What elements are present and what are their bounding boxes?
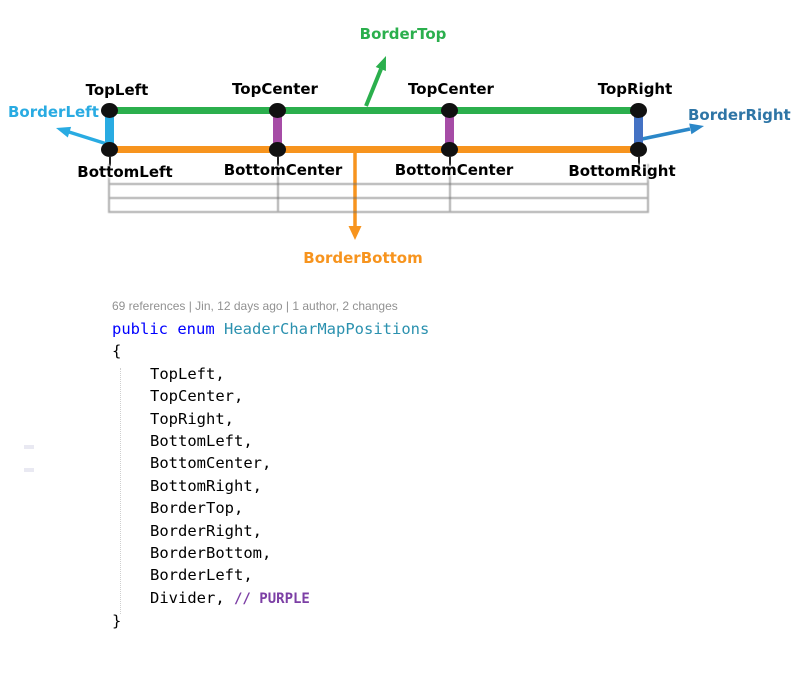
tick-mark	[109, 156, 111, 166]
code-line-member[interactable]: BorderTop,	[150, 499, 244, 518]
faint-table-row-line	[110, 183, 647, 185]
right-border-bar	[634, 112, 643, 149]
top-border-line	[108, 107, 644, 114]
label-bottom-left: BottomLeft	[77, 163, 173, 181]
label-bottom-center-2: BottomCenter	[394, 161, 514, 179]
divider-bar	[273, 112, 282, 149]
intersection-dot-top-center	[269, 103, 286, 118]
label-border-top: BorderTop	[359, 25, 447, 43]
left-border-bar	[105, 112, 114, 149]
label-top-left: TopLeft	[85, 81, 149, 99]
intersection-dot-top-right	[630, 103, 647, 118]
code-line-member[interactable]: BottomLeft,	[150, 432, 253, 451]
faint-table-column-line	[277, 164, 279, 211]
code-line-member[interactable]: BottomCenter,	[150, 454, 272, 473]
label-top-center-1: TopCenter	[232, 80, 318, 98]
code-line-declaration[interactable]: public enum HeaderCharMapPositions	[112, 318, 429, 340]
code-line-member[interactable]: TopCenter,	[150, 387, 244, 406]
faint-table-row-line	[110, 197, 647, 199]
code-line-open-brace[interactable]: {	[112, 342, 122, 361]
label-top-right: TopRight	[597, 80, 673, 98]
code-line-member[interactable]: BorderRight,	[150, 521, 262, 540]
intersection-dot-bottom-left	[101, 142, 118, 157]
intersection-dot-bottom-center	[441, 142, 458, 157]
label-border-right: BorderRight	[688, 106, 791, 124]
divider-bar	[445, 112, 454, 149]
code-line-member[interactable]: BorderLeft,	[150, 566, 253, 585]
code-line-member[interactable]: BottomRight,	[150, 476, 262, 495]
arrow-overlay	[56, 56, 704, 240]
label-bottom-center-1: BottomCenter	[223, 161, 343, 179]
enum-type-name: HeaderCharMapPositions	[224, 320, 430, 338]
code-line-member[interactable]: TopLeft,	[150, 364, 225, 383]
codelens-info[interactable]: 69 references | Jin, 12 days ago | 1 aut…	[112, 299, 398, 313]
faint-artifact-dash	[24, 445, 34, 449]
faint-table-column-line	[449, 164, 451, 211]
border-left-arrow	[56, 126, 108, 146]
faint-artifact-dash	[24, 468, 34, 472]
indent-guide-line	[120, 368, 121, 614]
code-line-member[interactable]: TopRight,	[150, 409, 234, 428]
divider-member-text: Divider,	[150, 588, 225, 607]
intersection-dot-top-center	[441, 103, 458, 118]
keyword-enum: enum	[177, 320, 215, 338]
code-line-member[interactable]: BorderBottom,	[150, 544, 272, 563]
keyword-public: public	[112, 320, 168, 338]
border-right-arrow	[641, 123, 704, 141]
intersection-dot-bottom-center	[269, 142, 286, 157]
tick-mark	[638, 156, 640, 166]
code-line-close-brace[interactable]: }	[112, 612, 122, 631]
code-editor-snippet[interactable]: 69 references | Jin, 12 days ago | 1 aut…	[112, 299, 429, 633]
code-line-divider-member[interactable]: Divider, // PURPLE	[112, 587, 429, 610]
tick-mark	[277, 156, 279, 166]
tick-mark	[449, 156, 451, 166]
bottom-border-line	[108, 146, 644, 153]
intersection-dot-top-left	[101, 103, 118, 118]
border-top-arrow	[364, 56, 386, 107]
intersection-dot-bottom-right	[630, 142, 647, 157]
label-border-bottom: BorderBottom	[303, 249, 423, 267]
label-top-center-2: TopCenter	[408, 80, 494, 98]
label-border-left: BorderLeft	[8, 103, 99, 121]
faint-table	[108, 164, 649, 213]
purple-comment: // PURPLE	[234, 590, 310, 607]
label-bottom-right: BottomRight	[568, 162, 676, 180]
